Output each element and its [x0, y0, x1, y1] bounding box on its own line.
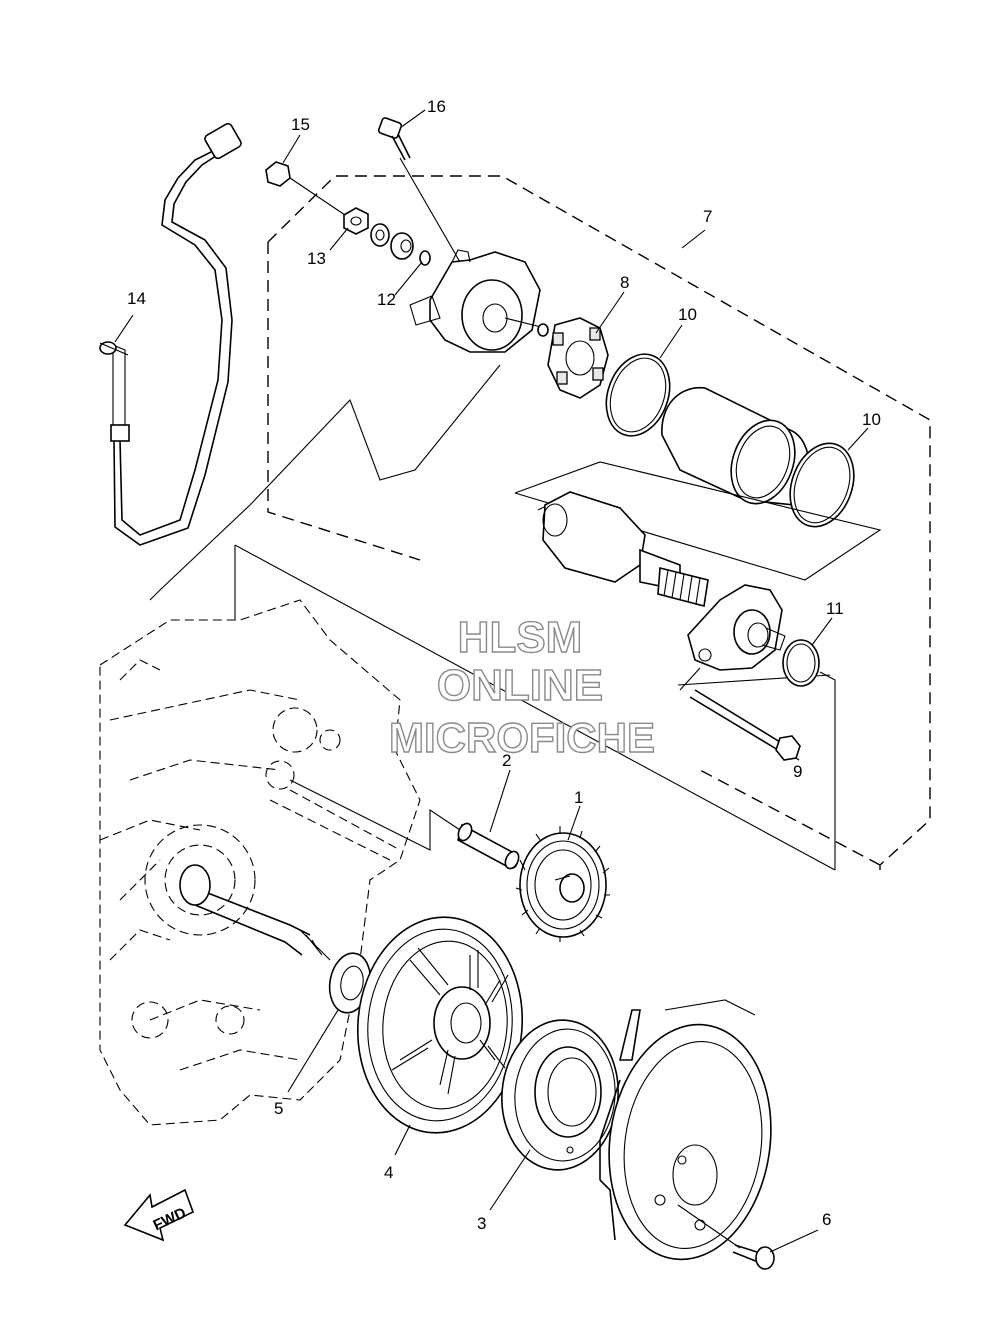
fwd-arrow-icon: FWD: [123, 1188, 194, 1242]
crankcase-outline: [99, 599, 421, 1126]
callout-16: 16: [399, 97, 446, 129]
callout-1: 1: [567, 788, 583, 841]
starter-front-cover[interactable]: [409, 249, 541, 353]
svg-text:10: 10: [862, 410, 881, 429]
idler-gear-1[interactable]: [515, 826, 610, 942]
watermark-line-3: MICROFICHE: [389, 714, 655, 761]
callout-13: 13: [307, 227, 349, 268]
callout-4: 4: [384, 1124, 411, 1182]
svg-text:10: 10: [678, 305, 697, 324]
idler-shaft-2[interactable]: [456, 821, 521, 870]
clutch-housing[interactable]: [594, 999, 785, 1270]
o-ring-10-lower[interactable]: [779, 434, 865, 535]
o-ring-11[interactable]: [782, 639, 820, 687]
svg-text:6: 6: [822, 1210, 831, 1229]
callout-15: 15: [282, 115, 310, 164]
svg-text:9: 9: [793, 762, 802, 781]
svg-text:15: 15: [291, 115, 310, 134]
starter-yoke[interactable]: [661, 386, 811, 513]
starter-motor-group-boundary: [267, 175, 931, 870]
svg-text:5: 5: [274, 1099, 283, 1118]
assembly-lines: [149, 364, 836, 871]
svg-text:7: 7: [703, 207, 712, 226]
callout-2: 2: [489, 751, 511, 833]
callout-8: 8: [595, 273, 629, 334]
callout-14: 14: [114, 289, 146, 343]
washer-5[interactable]: [325, 950, 375, 1016]
starter-wheel-gear-4[interactable]: [349, 910, 531, 1139]
cable-nut[interactable]: [265, 161, 346, 216]
starter-rear-cover[interactable]: [677, 584, 831, 691]
watermark-line-2: ONLINE: [437, 661, 603, 710]
svg-text:4: 4: [384, 1163, 393, 1182]
starter-bolt-16[interactable]: [377, 117, 461, 263]
svg-text:1: 1: [574, 788, 583, 807]
bolt-6[interactable]: [677, 1204, 775, 1270]
callout-3: 3: [477, 1149, 531, 1233]
callout-12: 12: [377, 261, 423, 309]
callout-7: 7: [681, 207, 712, 249]
starter-clutch-3[interactable]: [496, 1015, 625, 1175]
callout-11: 11: [811, 599, 844, 646]
terminal-washer[interactable]: [370, 223, 390, 247]
terminal-nut[interactable]: [343, 207, 369, 235]
callout-10a: 10: [659, 305, 697, 359]
svg-text:2: 2: [502, 751, 511, 770]
callout-5: 5: [274, 1009, 339, 1118]
crankshaft-end: [179, 864, 331, 961]
callout-9: 9: [793, 757, 802, 781]
armature[interactable]: [537, 491, 709, 607]
callout-6: 6: [769, 1210, 831, 1253]
o-ring-10-upper[interactable]: [595, 345, 680, 444]
svg-text:14: 14: [127, 289, 146, 308]
o-ring-small[interactable]: [419, 250, 431, 266]
brush-holder[interactable]: [504, 317, 609, 399]
svg-text:12: 12: [377, 290, 396, 309]
watermark-line-1: HLSM: [458, 613, 583, 662]
watermark: HLSM ONLINE MICROFICHE: [388, 612, 655, 761]
callout-10b: 10: [847, 410, 881, 451]
svg-text:16: 16: [427, 97, 446, 116]
armature-boundary: [514, 461, 882, 581]
starter-cable[interactable]: [99, 122, 242, 546]
terminal-insulator[interactable]: [390, 232, 414, 260]
through-bolt-9[interactable]: [689, 689, 801, 761]
svg-text:11: 11: [826, 599, 844, 618]
svg-text:3: 3: [477, 1214, 486, 1233]
svg-text:13: 13: [307, 249, 326, 268]
svg-text:8: 8: [620, 273, 629, 292]
